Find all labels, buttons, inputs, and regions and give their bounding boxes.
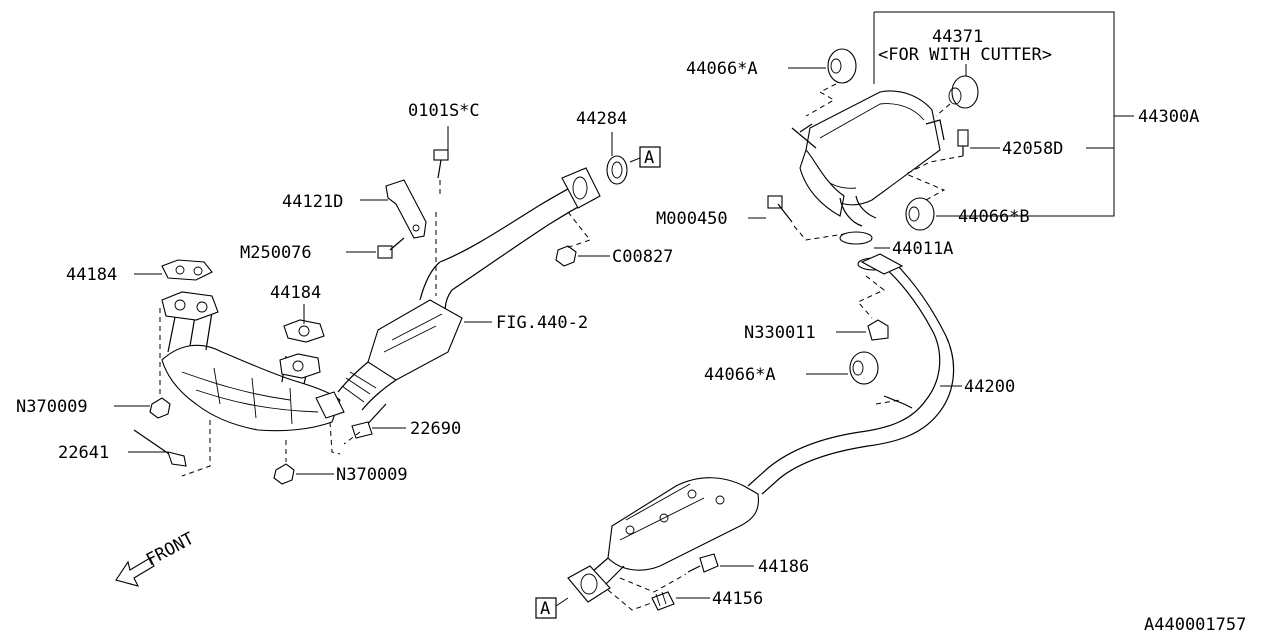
nut-c00827 — [555, 245, 577, 267]
rubber-hanger-44066a-top — [827, 48, 857, 84]
label-44156: 44156 — [712, 589, 763, 609]
leader-lines — [114, 11, 1134, 607]
ref-marker-a-bottom: A — [535, 597, 557, 619]
label-m000450: M000450 — [656, 209, 728, 229]
rubber-hanger-44066b — [905, 197, 935, 231]
label-42058d: 42058D — [1002, 139, 1063, 159]
front-label: FRONT — [143, 529, 198, 571]
label-c00827: C00827 — [612, 247, 673, 267]
label-44200: 44200 — [964, 377, 1015, 397]
bolt-0101sc — [433, 149, 449, 179]
label-m250076: M250076 — [240, 243, 312, 263]
nut-n330011 — [867, 319, 889, 341]
label-22690: 22690 — [410, 419, 461, 439]
part-labels: 0101S*C 44284 44121D M250076 C00827 4418… — [16, 27, 1199, 609]
label-44371-note: <FOR WITH CUTTER> — [878, 45, 1052, 65]
label-n370009-left: N370009 — [16, 397, 88, 417]
label-44186: 44186 — [758, 557, 809, 577]
front-direction-indicator: FRONT — [115, 529, 198, 587]
label-n370009-lower: N370009 — [336, 465, 408, 485]
label-44300a: 44300A — [1138, 107, 1199, 127]
rear-pipe-44200 — [747, 253, 955, 495]
front-exhaust-pipe-assembly — [161, 167, 601, 432]
label-44184-middle: 44184 — [270, 283, 321, 303]
assembly-lines-right — [607, 83, 964, 611]
gasket-44184-middle — [283, 319, 325, 343]
bracket-44121d — [385, 179, 427, 239]
assembly-lines-left — [159, 180, 591, 477]
nut-n370009-lower — [273, 463, 295, 485]
label-44066b: 44066*B — [958, 207, 1030, 227]
oxygen-sensor-22641 — [133, 429, 187, 467]
rear-catalytic-converter — [567, 477, 760, 603]
label-44184-upper: 44184 — [66, 265, 117, 285]
label-44066a-top: 44066*A — [686, 59, 758, 79]
gasket-ring-44284 — [606, 155, 628, 185]
label-44284: 44284 — [576, 109, 627, 129]
sensor-44186 — [687, 553, 719, 573]
ref-marker-a-bottom-label: A — [540, 599, 550, 619]
label-44371: 44371 — [932, 27, 983, 47]
label-n330011: N330011 — [744, 323, 816, 343]
label-44011a: 44011A — [892, 239, 953, 259]
bolt-m250076 — [377, 237, 405, 259]
label-0101sc: 0101S*C — [408, 101, 480, 121]
rubber-hanger-44066a-mid — [849, 351, 879, 385]
plug-44156 — [651, 591, 675, 611]
bolt-42058d — [957, 129, 969, 156]
nut-n370009-left — [149, 397, 171, 419]
ref-marker-a-top: A — [639, 146, 661, 168]
muffler-assembly — [791, 90, 945, 227]
bolt-m000450 — [767, 195, 793, 223]
diagram-id: A440001757 — [1144, 615, 1246, 635]
label-22641: 22641 — [58, 443, 109, 463]
label-44121d: 44121D — [282, 192, 343, 212]
label-fig-440-2: FIG.440-2 — [496, 313, 588, 333]
label-44066a-mid: 44066*A — [704, 365, 776, 385]
oxygen-sensor-22690 — [351, 403, 387, 439]
gasket-44184-upper — [161, 259, 213, 281]
cutter-44371 — [948, 75, 979, 109]
ref-marker-a-top-label: A — [644, 148, 654, 168]
